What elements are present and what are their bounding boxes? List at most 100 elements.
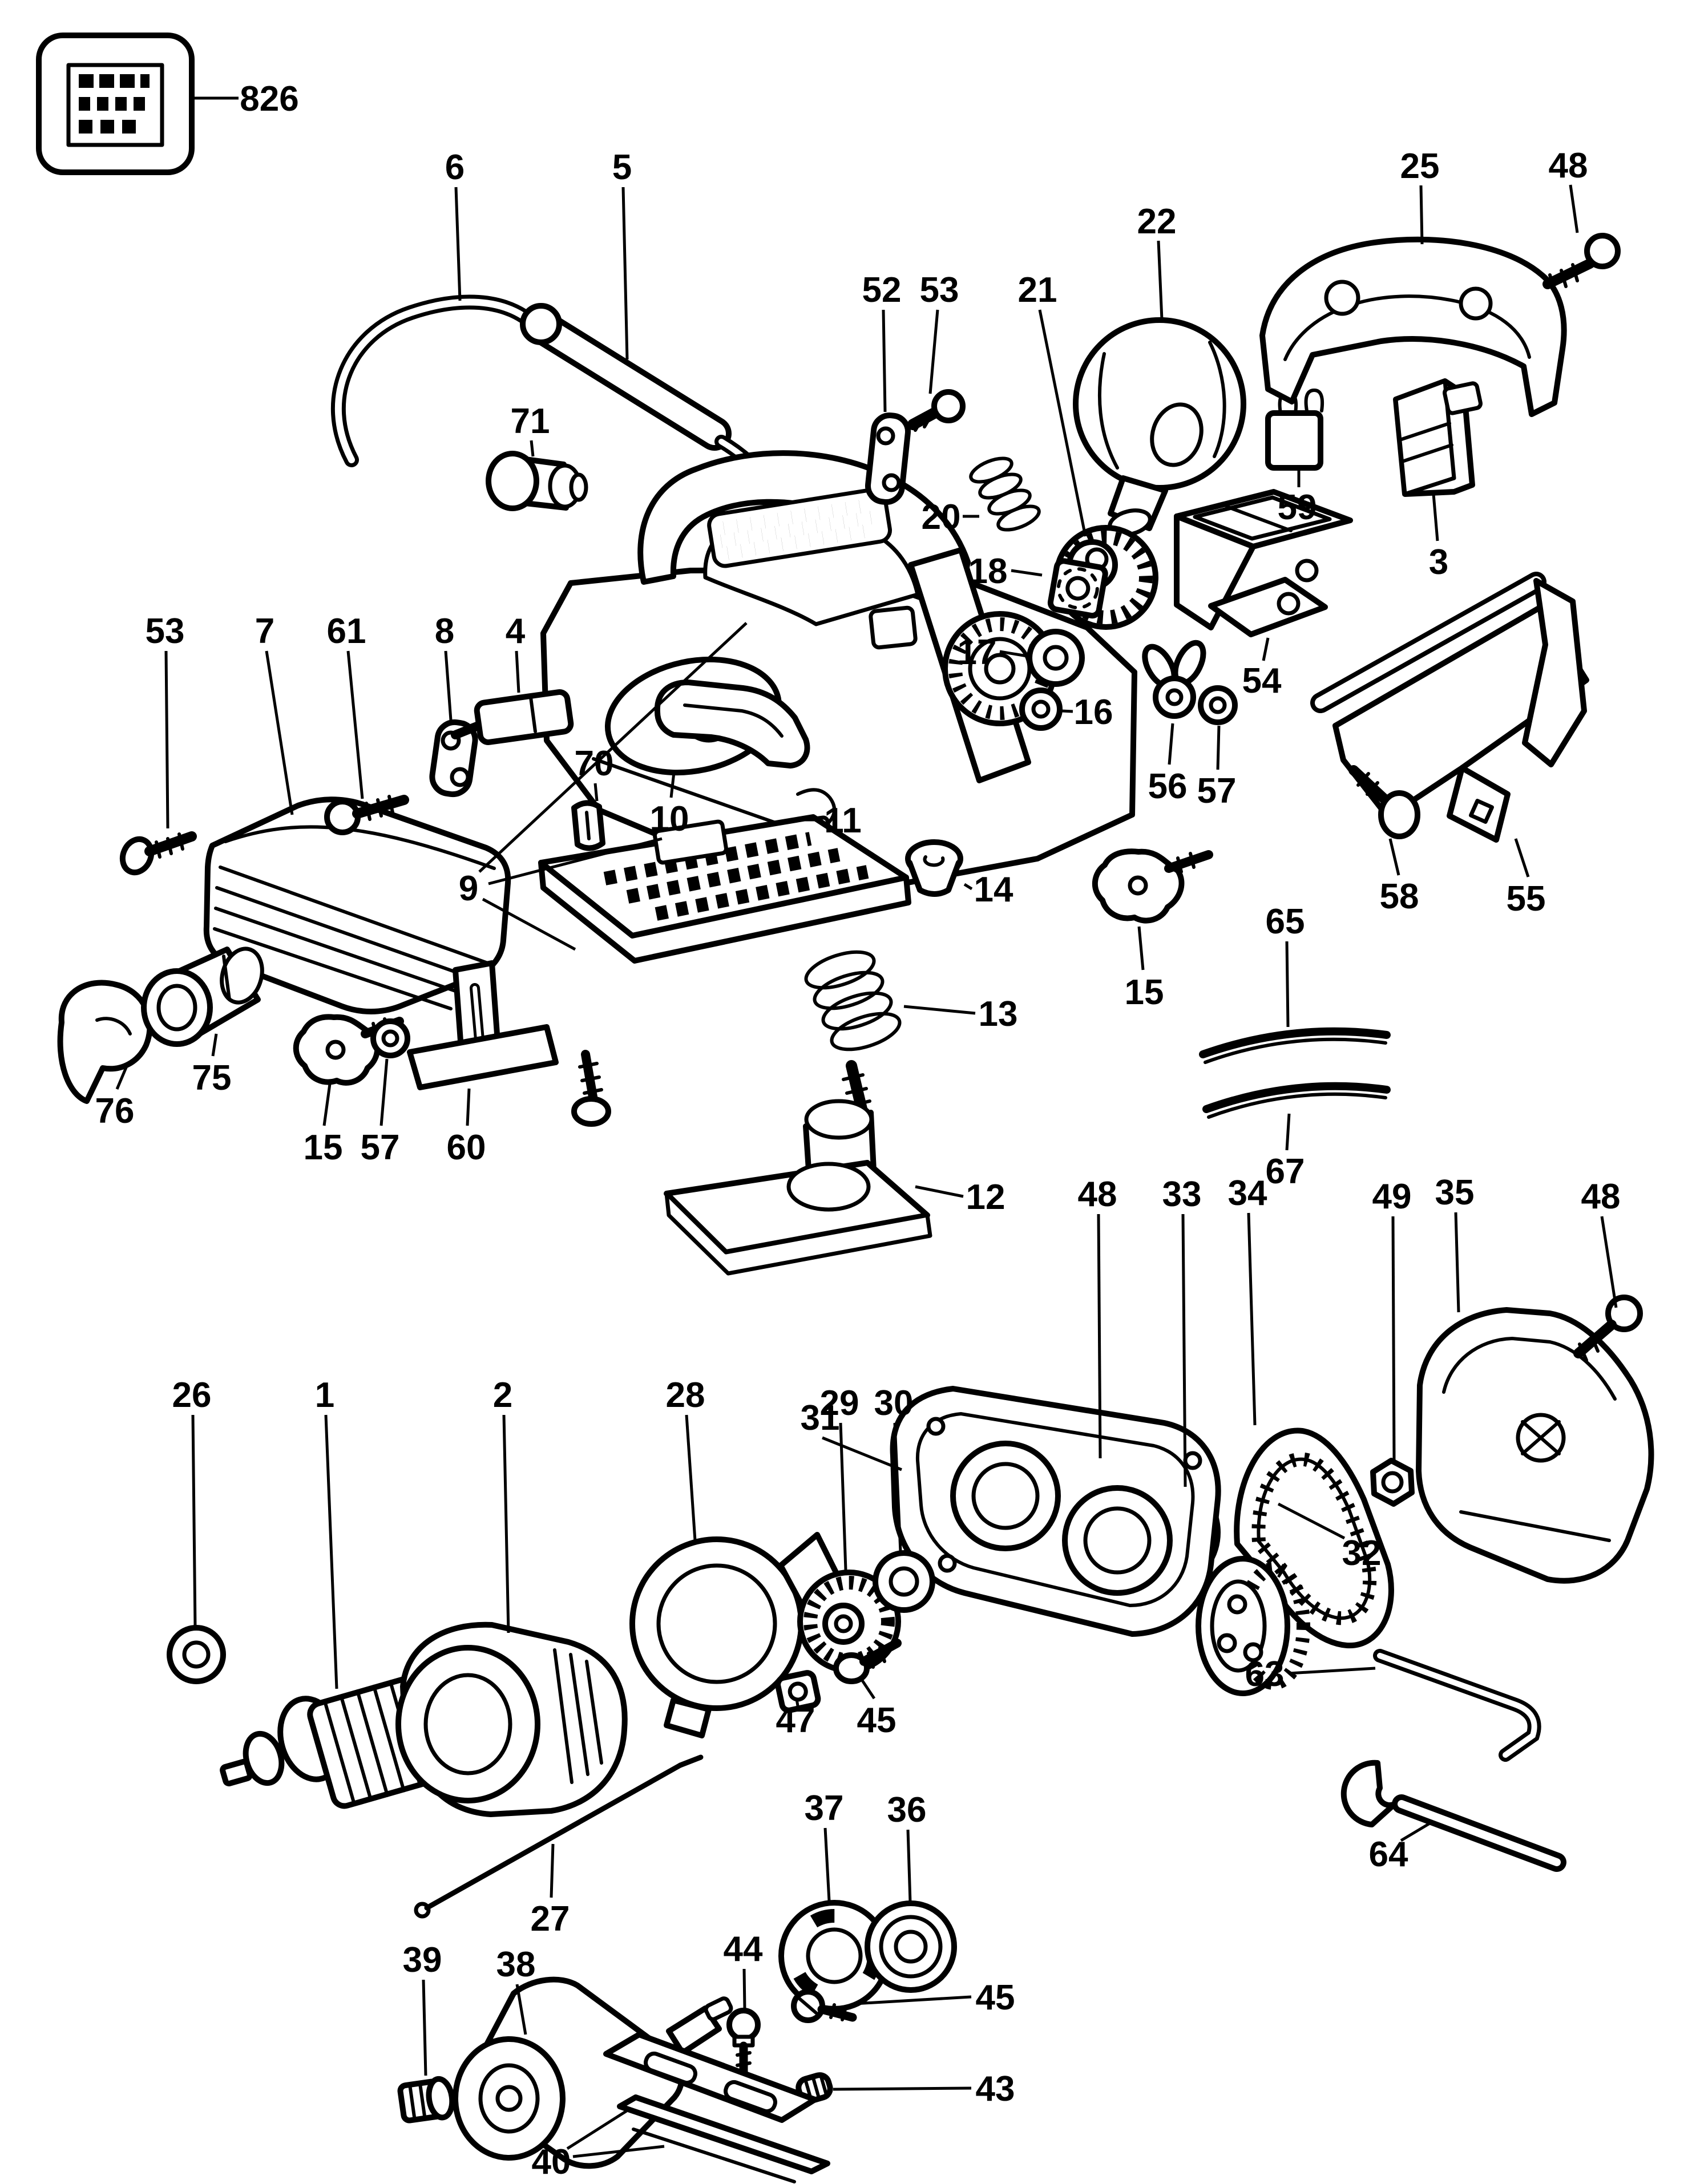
part-label-34-43: 34 [1228,1174,1267,1213]
part-lever-10 [654,680,810,769]
part-fence [1310,572,1589,843]
part-label-8-20: 8 [435,612,454,651]
leader-line-1-49 [324,1414,338,1689]
leader-line-75-36 [211,1033,218,1057]
part-screw-58 [1348,765,1420,839]
part-cap-14 [905,839,963,897]
part-label-20-10: 20 [922,498,961,537]
part-label-48-46: 48 [1581,1177,1621,1216]
part-label-52-7: 52 [862,270,902,310]
leader-line-32-54 [1277,1502,1346,1540]
leader-line-45-65 [854,1995,972,2005]
part-nut-47 [775,1670,821,1713]
part-gear-housing-31 [890,1386,1221,1637]
part-square-nut-18 [1047,558,1108,619]
part-nut-57-left [370,1018,410,1058]
leader-line-40-67 [572,2145,665,2158]
leader-line-58-27 [1388,838,1400,876]
part-screw-48-top [1542,233,1621,293]
leader-line-52-7 [882,309,887,412]
part-hex-key-63 [1373,1649,1541,1762]
part-chip-cover [203,796,511,1014]
part-spring-13 [804,950,902,1051]
part-screw-53-top [907,389,966,432]
part-label-76-35: 76 [95,1091,135,1131]
leader-line-17-14 [999,650,1028,658]
part-link-8 [429,719,478,798]
leader-line-9-29 [488,837,663,885]
part-clip-70 [571,800,605,851]
part-screw-53-left [119,831,197,876]
part-nut-49 [1370,1458,1415,1507]
leader-line-38-63 [515,1984,527,2035]
part-label-11-24: 11 [824,801,862,840]
part-label-27-58: 27 [531,1899,570,1939]
leader-line-6-1 [454,187,462,301]
part-label-7-18: 7 [255,612,274,651]
part-label-13-34: 13 [979,994,1018,1034]
leader-line-8-20 [444,650,453,721]
leader-line-61-19 [346,650,364,799]
leader-line-63-57 [1288,1667,1376,1675]
leader-line-10-23 [669,772,676,798]
leader-line-7-18 [265,650,294,815]
part-screw-45-mid [833,1639,902,1684]
part-washer-17 [1027,629,1085,687]
part-label-56-25: 56 [1148,767,1188,806]
part-label-57-26: 57 [1197,771,1237,811]
part-label-12-40: 12 [966,1178,1005,1217]
leader-line-26-48 [191,1414,197,1628]
part-label-65-32: 65 [1266,902,1305,941]
part-blade-65 [1199,1027,1391,1064]
leader-line-34-43 [1247,1212,1257,1426]
part-label-64-61: 64 [1369,1835,1408,1874]
part-label-55-28: 55 [1507,879,1546,919]
part-label-25-5: 25 [1400,147,1440,186]
leader-line-4-21 [515,650,520,693]
part-label-60-39: 60 [447,1128,486,1167]
part-label-15-37: 15 [304,1128,343,1167]
part-label-10-23: 10 [650,799,689,839]
part-label-39-62: 39 [403,1940,442,1980]
leader-line-76-35 [115,1063,130,1090]
part-blade-bracket-54 [1174,489,1353,637]
leader-line-53-17 [164,650,169,829]
part-label-5-2: 5 [612,148,632,187]
part-spring-20 [969,456,1041,532]
leader-line-2-50 [502,1414,510,1633]
leader-line-48-46 [1600,1216,1618,1308]
part-label-45-56: 45 [857,1701,897,1740]
part-label-67-33: 67 [1266,1152,1305,1191]
part-label-3-12: 3 [1429,543,1448,582]
leader-line-48-6 [1569,184,1579,233]
part-label-59-11: 59 [1278,488,1317,527]
leader-line-29-52 [839,1422,847,1571]
part-screw-9 [571,1050,611,1127]
part-label-17-14: 17 [958,633,997,672]
part-label-14-30: 14 [974,870,1013,909]
part-label-75-36: 75 [192,1058,232,1098]
part-label-43-66: 43 [976,2069,1015,2109]
part-label-32-54: 32 [1342,1534,1382,1573]
leader-line-57-26 [1216,725,1221,770]
leader-line-15-37 [322,1083,332,1126]
part-label-26-48: 26 [172,1376,212,1415]
leader-line-13-34 [903,1005,976,1015]
leader-line-47-55 [795,1698,800,1710]
part-wing-nut-56 [1142,640,1206,719]
part-belt-cover-35 [1416,1307,1654,1584]
part-cord [330,294,531,467]
part-label-53-17: 53 [146,612,185,651]
part-label-31-47: 31 [801,1398,840,1438]
part-field-2 [395,1621,628,1817]
part-bearing-36 [865,1900,957,1993]
part-label-2-50: 2 [493,1376,512,1415]
leader-line-31-47 [822,1436,902,1471]
part-bearing-26 [167,1625,226,1684]
part-label-58-27: 58 [1380,877,1419,916]
leader-line-43-66 [833,2086,972,2091]
part-label-33-42: 33 [1162,1175,1202,1214]
part-adapter-75 [141,947,264,1047]
leader-line-70-22 [593,783,599,802]
